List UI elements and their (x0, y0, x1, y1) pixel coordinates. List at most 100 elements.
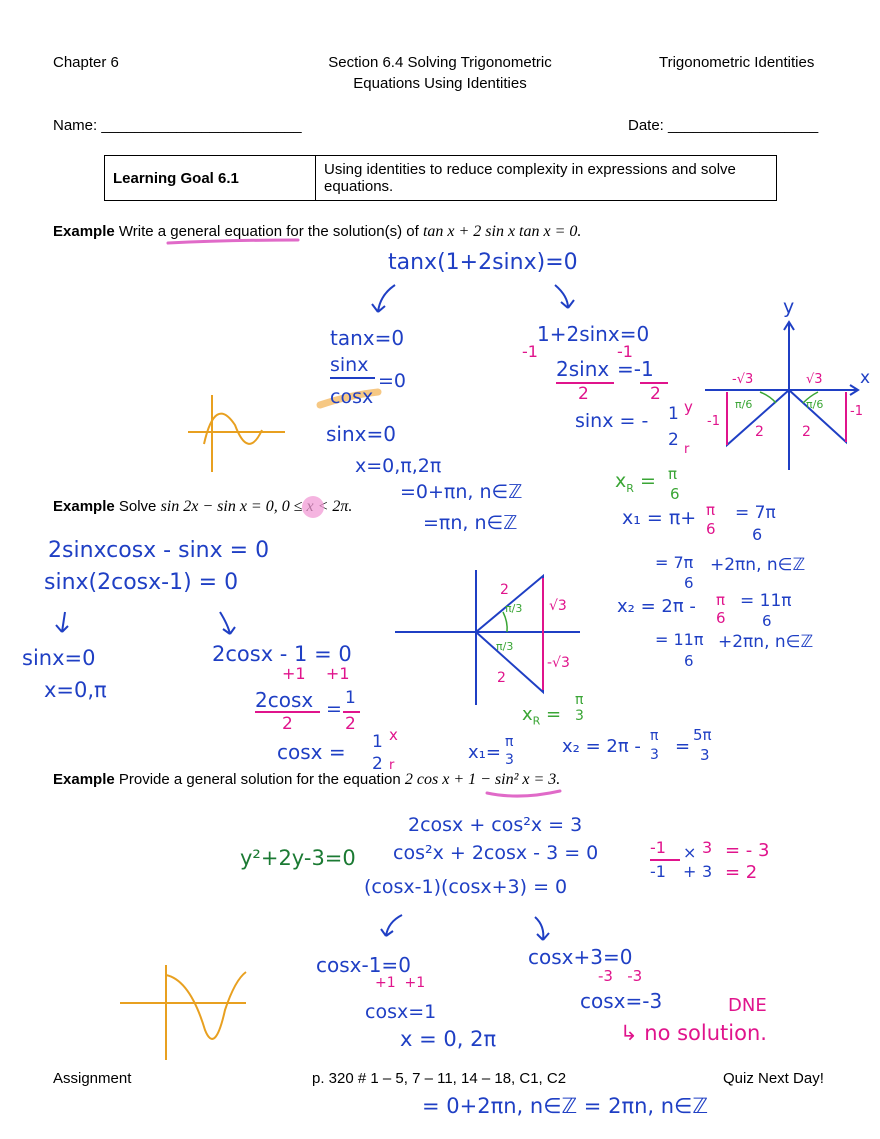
hw-ex1-x2-res: = 11π (740, 591, 792, 611)
hw-ex3-substitution: y²+2y-3=0 (240, 846, 356, 870)
arrow-icon (371, 284, 396, 313)
hw-ex1-eq-zero: =0 (378, 370, 407, 392)
hw-ex1-ref-den: 6 (670, 485, 680, 503)
hw-ex1-x2-den: 6 (716, 609, 726, 627)
arrow-icon (55, 611, 69, 633)
hw-ex2-x1-num: π (505, 734, 514, 750)
hw-ex1-x2-gen-num: = 11π (655, 630, 704, 649)
arrow-icon (534, 916, 550, 941)
cosine-curve (165, 971, 247, 1040)
example3-prompt: Example Provide a general solution for t… (53, 771, 561, 788)
example1-prompt: Example Write a general equation for the… (53, 223, 582, 240)
hw-adj-left: -1 (707, 414, 720, 429)
arrow-icon (219, 611, 236, 635)
hw-ex3-right1: cosx+3=0 (528, 945, 633, 969)
highlight-stroke (316, 388, 382, 409)
hw-ex3-check1d: = - 3 (725, 840, 770, 861)
hw-sqrt3-right: √3 (806, 372, 823, 387)
quiz-note: Quiz Next Day! (723, 1070, 824, 1087)
hw-ex1-factored: tanx(1+2sinx)=0 (388, 250, 578, 275)
triangle-diagram (474, 573, 544, 695)
hw-ex1-ref: xR = (615, 470, 656, 495)
hw-ex2-x2-den: 3 (650, 747, 659, 763)
hw-ex1-tan-zero: tanx=0 (330, 326, 405, 350)
name-field[interactable]: Name: ________________________ (53, 117, 302, 134)
hw-ex1-sin-num: sinx (330, 354, 369, 376)
hw-ex3-left1: cosx-1=0 (316, 953, 411, 977)
hw-ex1-solutions: x=0,π,2π (355, 455, 442, 477)
hw-ex1-sin-zero: sinx=0 (326, 422, 396, 446)
hw-ex1-sinx-den: 2 (668, 430, 679, 450)
hw-ex2-cosx-den: 2 (372, 754, 383, 774)
hw-ex1-2sin: 2sinx (556, 357, 610, 381)
hw-ex3-check2c: 3 (702, 862, 713, 881)
hw-ex3-final: = 0+2πn, n∈ℤ = 2πn, n∈ℤ (422, 1094, 708, 1118)
hw-ex2-left2: x=0,π (44, 678, 107, 702)
hw-ex2-angle1: π/3 (505, 602, 523, 615)
hw-ex1-neg1: =-1 (617, 357, 654, 381)
hw-ex1-x1-res-den: 6 (752, 525, 763, 544)
section-title-line2: Equations Using Identities (353, 75, 527, 92)
hw-ex3-line1: 2cosx + cos²x = 3 (408, 814, 583, 836)
hw-ex1-y: y (684, 398, 693, 416)
assignment-label: Assignment (53, 1070, 132, 1087)
arrow-icon (554, 284, 575, 309)
hw-ex1-ref-num: π (668, 465, 678, 483)
hw-ex2-r: r (389, 758, 395, 773)
hw-ex2-ref-num: π (575, 692, 584, 708)
arrow-icon (849, 384, 860, 396)
date-field[interactable]: Date: __________________ (628, 117, 819, 134)
hw-ex1-subtract2: -1 (617, 342, 633, 361)
hw-ex1-div2: 2 (578, 384, 589, 404)
hw-ex2-hyp1: 2 (500, 582, 509, 598)
hw-ex3-line3: (cosx-1)(cosx+3) = 0 (364, 876, 568, 898)
hw-ex2-x2-num: π (650, 728, 659, 744)
hw-axis-x: x (860, 368, 871, 388)
hw-ex1-cos-den: cosx (330, 386, 374, 408)
hw-ex2-x2-res-num: 5π (693, 726, 712, 744)
hw-ex3-left2: cosx=1 (365, 1001, 437, 1023)
hw-ex2-ref-den: 3 (575, 708, 584, 724)
hw-ex3-right2: cosx=-3 (580, 989, 663, 1013)
hw-hyp-left: 2 (755, 424, 764, 440)
hw-ex1-x1-num: π (706, 501, 716, 519)
hw-sqrt3-left: -√3 (732, 372, 754, 387)
hw-ex1-x2: x₂ = 2π - (617, 596, 696, 617)
hw-ex1-r: r (684, 442, 690, 457)
hw-ex3-check1c: 3 (702, 838, 713, 857)
hw-ex3-check1b: × (683, 843, 697, 862)
hw-ex1-sinx-num: 1 (668, 404, 679, 424)
hw-ex1-div2b: 2 (650, 384, 661, 404)
learning-goal-table: Learning Goal 6.1 Using identities to re… (104, 155, 777, 201)
hw-ex1-x1: x₁ = π+ (622, 507, 697, 529)
hw-ex2-neg-sqrt3: -√3 (547, 655, 570, 671)
hw-adj-right: -1 (850, 404, 863, 419)
hw-ex3-left3: x = 0, 2π (400, 1027, 497, 1051)
arrow-icon (783, 320, 795, 331)
angle-arc (802, 391, 819, 404)
hw-ex2-x2-res-den: 3 (700, 746, 710, 764)
hw-ex1-x1-gen: +2πn, n∈ℤ (710, 555, 806, 575)
sine-curve (203, 412, 263, 445)
hw-hyp-right: 2 (802, 424, 811, 440)
hw-ex2-x2-eq: = (675, 736, 691, 757)
hw-ex2-div2: 2 (282, 714, 293, 734)
hw-ex1-general: =0+πn, n∈ℤ (400, 481, 523, 503)
hw-ex2-x1-den: 3 (505, 752, 514, 768)
hw-ex1-x1-gen-num: = 7π (655, 553, 694, 572)
hw-pi6-right: π/6 (806, 398, 824, 411)
hw-ex1-x1-gen-den: 6 (684, 574, 694, 592)
hw-ex3-check1a: -1 (650, 838, 666, 857)
hw-ex1-x2-res-den: 6 (762, 612, 772, 630)
angle-arc (502, 611, 508, 633)
hw-ex2-hyp2: 2 (497, 670, 506, 686)
hw-ex3-subtract3: -3 -3 (598, 967, 643, 985)
hw-ex3-dne: DNE (728, 995, 767, 1016)
unit-title: Trigonometric Identities (659, 54, 815, 71)
highlight-underline (166, 238, 300, 245)
hw-ex3-check2a: -1 (650, 862, 666, 881)
hw-ex2-2cos: 2cosx (255, 688, 314, 712)
learning-goal-text: Using identities to reduce complexity in… (315, 155, 777, 201)
hw-ex1-general-simplified: =πn, n∈ℤ (423, 512, 518, 534)
